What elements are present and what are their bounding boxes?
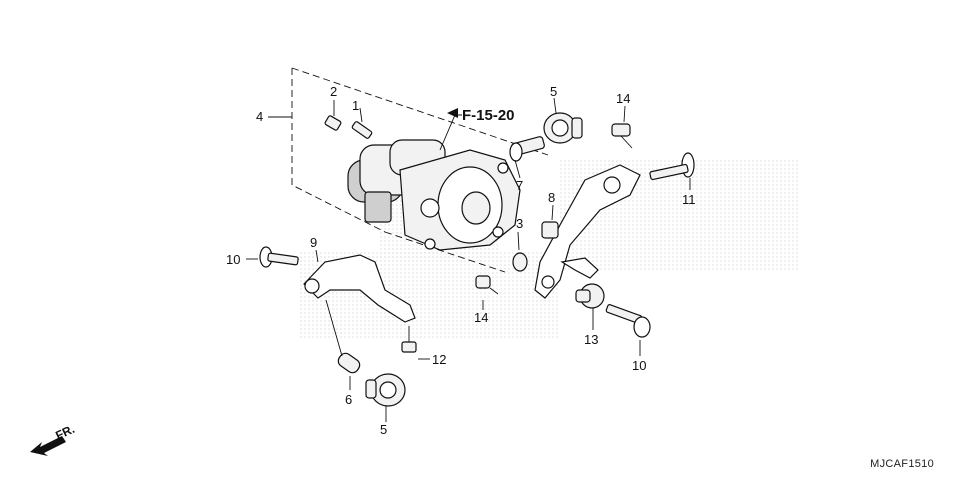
- callout-11: 11: [682, 192, 696, 207]
- dowel-pin: [509, 136, 545, 179]
- flange-bolt-top: [611, 105, 633, 149]
- left-bracket: [303, 249, 416, 323]
- grommet-top: [543, 97, 583, 144]
- callouts: 1 2 3 4 5 5 6 7 8 9 10 10 11 12 13 14 14: [226, 84, 696, 437]
- section-reference: F-15-20: [462, 107, 515, 124]
- grommet-bottom: [365, 373, 406, 422]
- catalog-code: MJCAF1510: [870, 458, 934, 470]
- actuator-assembly: [347, 139, 521, 251]
- callout-14-top: 14: [616, 91, 630, 106]
- callout-2: 2: [330, 84, 337, 99]
- long-bolt: [649, 152, 695, 190]
- pin: [325, 299, 361, 390]
- callout-14-bottom: 14: [474, 310, 488, 325]
- callout-10-right: 10: [632, 358, 646, 373]
- mounting-bracket: [534, 164, 641, 299]
- callout-4: 4: [256, 109, 263, 124]
- assembly-outline: [268, 67, 549, 273]
- flange-bolt-bottom: [475, 275, 499, 310]
- lock-nut: [324, 100, 342, 131]
- callout-10-left: 10: [226, 252, 240, 267]
- callout-5-bottom: 5: [380, 422, 387, 437]
- adjust-screw: [351, 107, 373, 139]
- reference-leader: [439, 108, 462, 151]
- screw: [401, 326, 430, 360]
- callout-8: 8: [548, 190, 555, 205]
- callout-7: 7: [516, 178, 523, 193]
- callout-13: 13: [584, 332, 598, 347]
- callout-3: 3: [516, 216, 523, 231]
- grommet-right: [575, 283, 605, 330]
- front-label: FR.: [53, 422, 76, 443]
- callout-6: 6: [345, 392, 352, 407]
- front-direction-arrow: FR.: [30, 422, 77, 456]
- callout-9: 9: [310, 235, 317, 250]
- bolt-right: [605, 304, 651, 356]
- collar: [512, 231, 528, 272]
- callout-12: 12: [432, 352, 446, 367]
- callout-1: 1: [352, 98, 359, 113]
- callout-5-top: 5: [550, 84, 557, 99]
- bolt-left: [246, 246, 299, 268]
